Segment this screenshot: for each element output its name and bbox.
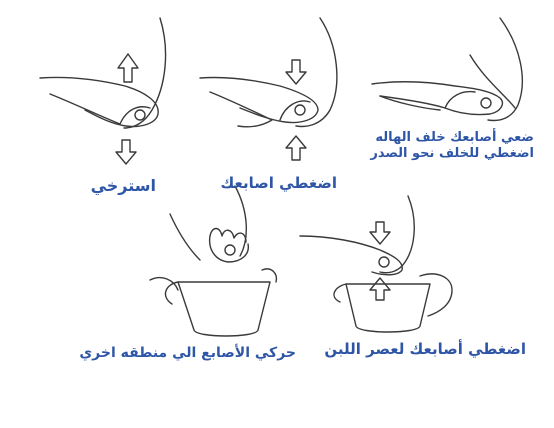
arrow-up-outline-icon-4 [369, 277, 391, 301]
body-line-5 [169, 213, 201, 261]
arrow-down-outline-icon-4 [369, 221, 391, 245]
step2-caption: اضغطي اصابعك [221, 174, 337, 193]
hand-3 [39, 76, 159, 128]
step1-illustration [371, 17, 524, 122]
step5-caption-line-1: حركي الأصابع الي منطقه اخري [79, 345, 296, 361]
step1-caption-line-1: ضعي أصابعك خلف الهاله [375, 130, 534, 145]
breast-outline-5 [234, 185, 248, 257]
breast-outline-2 [295, 17, 338, 128]
step5-illustration [149, 185, 278, 337]
nipple-2 [294, 104, 306, 116]
nipple-1 [480, 97, 492, 109]
body-line-1 [469, 54, 516, 109]
step3-caption: استرخي [91, 176, 156, 196]
step2-caption-line-1: اضغطي اصابعك [220, 174, 337, 192]
breast-outline-4 [379, 195, 415, 274]
arrow-up-outline-icon-2 [285, 135, 307, 161]
breast-outline-1 [487, 17, 524, 122]
step4-caption-line-1: اضغطي أصابعك لعصر اللبن [324, 340, 526, 358]
hand-upper-4 [299, 235, 403, 276]
step1-caption: ضعي أصابعك خلف الهاله اضغطي للخلف نحو ال… [370, 130, 534, 163]
step1-caption-line-2: اضغطي للخلف نحو الصدر [370, 146, 534, 162]
arrow-down-outline-icon-3 [115, 139, 137, 165]
step4-illustration [299, 195, 453, 333]
hand-lower-4 [419, 273, 453, 317]
hand-fingers-5 [209, 227, 247, 243]
step5-caption: حركي الأصابع الي منطقه اخري [79, 345, 296, 363]
cup-5 [177, 281, 271, 337]
hand-1 [371, 81, 504, 116]
arrow-down-outline-icon-2 [285, 59, 307, 85]
nipple-4 [378, 256, 390, 268]
hand-2 [199, 76, 319, 124]
nipple-5 [224, 244, 236, 256]
nipple-3 [134, 109, 146, 121]
step3-illustration [39, 17, 167, 165]
step2-illustration [199, 17, 338, 161]
arrow-up-outline-icon-3 [117, 53, 139, 83]
hand-lower-5 [149, 276, 179, 291]
step4-caption: اضغطي أصابعك لعصر اللبن [324, 340, 526, 359]
step3-caption-line-1: استرخي [90, 176, 156, 195]
cup-4 [345, 283, 431, 333]
